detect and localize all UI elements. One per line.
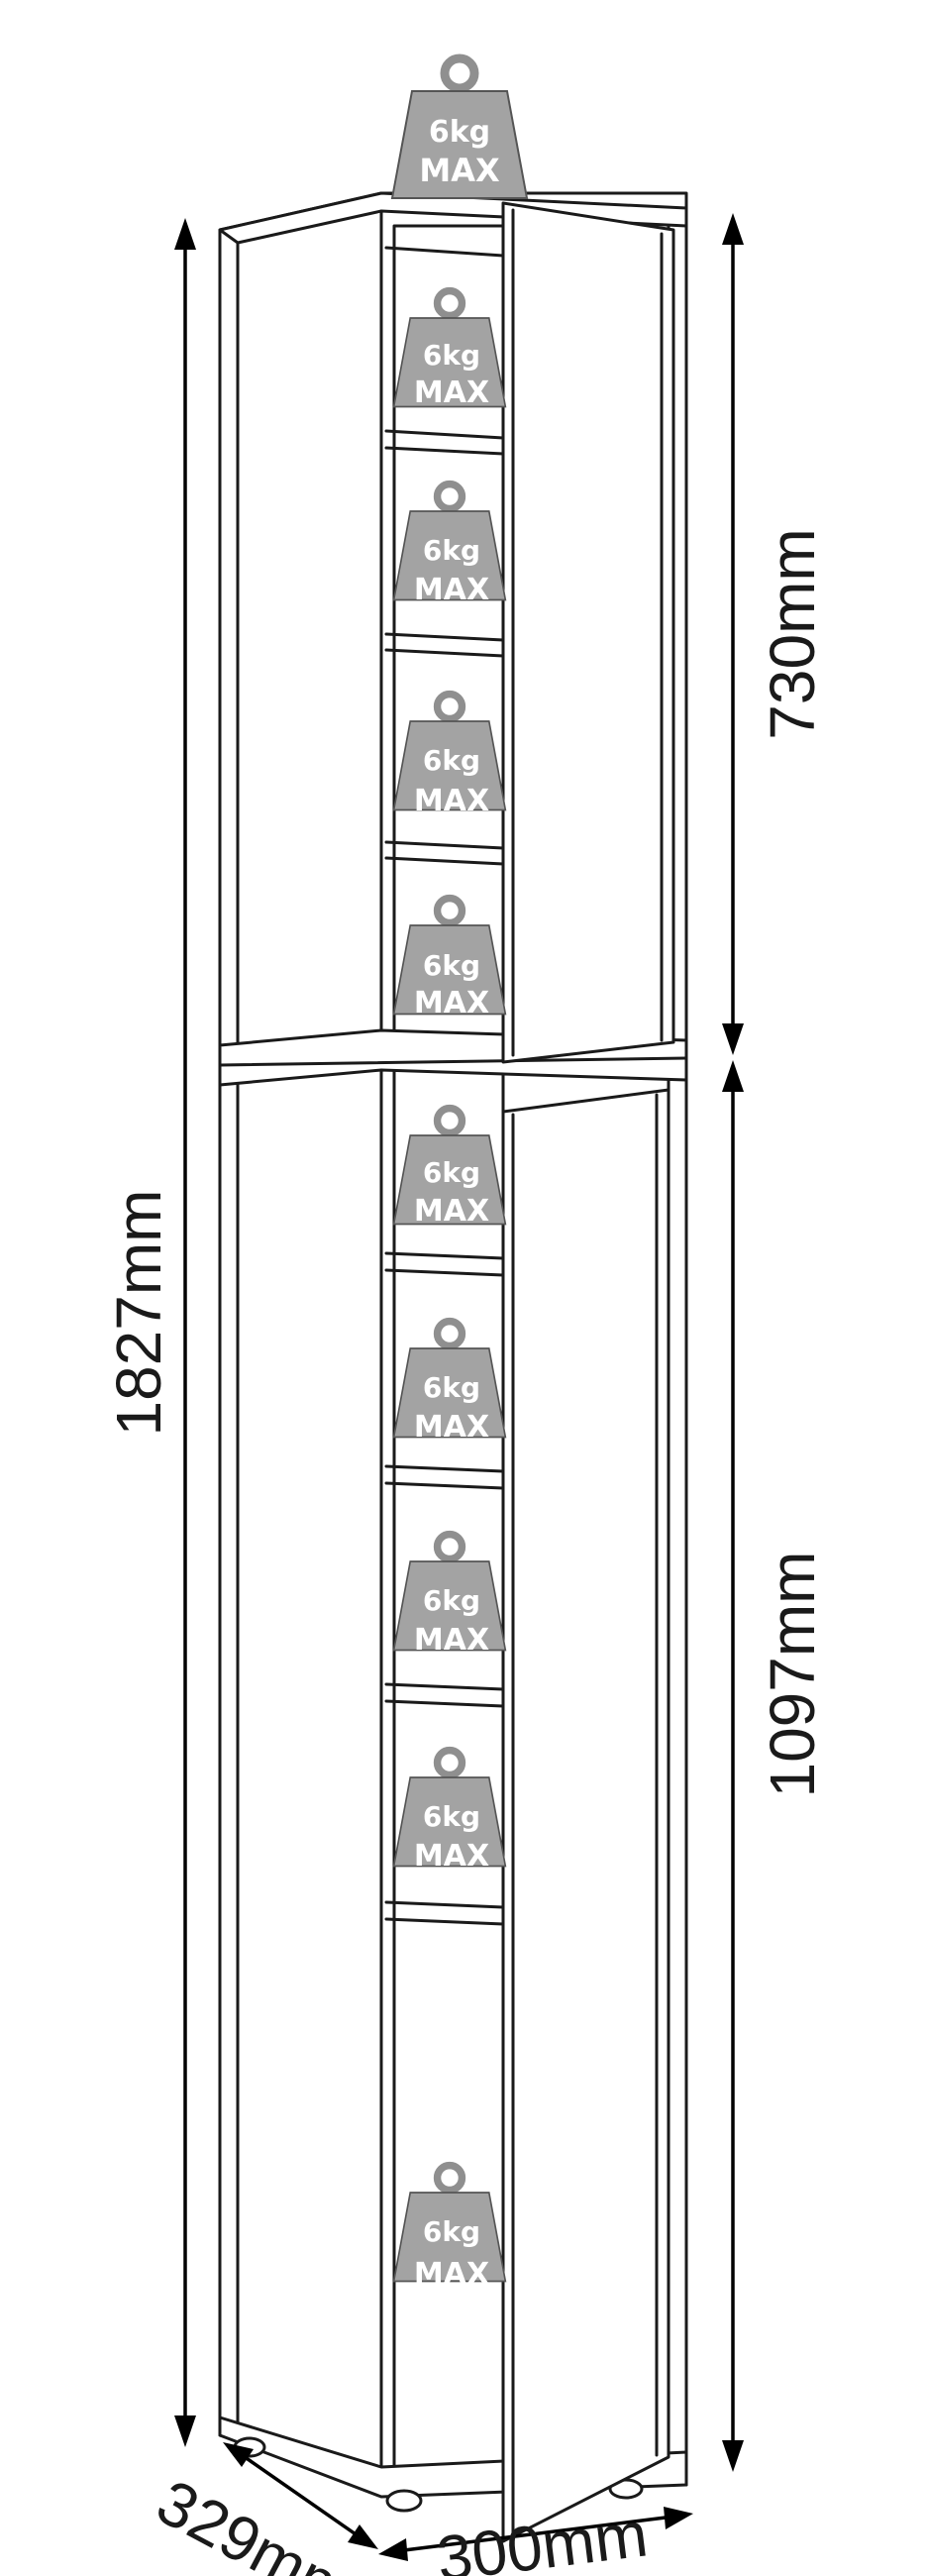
weight-max: MAX (414, 376, 489, 410)
cabinet (218, 191, 688, 2543)
lower-height-label: 1097mm (757, 1552, 828, 1798)
lower-door (501, 1088, 670, 2543)
cabinet-side-panel (218, 191, 383, 2487)
dimension-total-height: 1827mm (103, 218, 196, 2447)
weight-badge-shelf: 6kg MAX (394, 484, 506, 607)
weight-badge-shelf: 6kg MAX (394, 695, 506, 818)
upper-height-label: 730mm (757, 528, 828, 739)
weight-max: MAX (414, 1410, 489, 1445)
weight-max: MAX (414, 1623, 489, 1658)
weight-badge-shelf: 6kg MAX (394, 291, 506, 410)
weight-badge-shelf: 6kg MAX (394, 1322, 506, 1445)
weight-value: 6kg (429, 115, 490, 150)
weight-max: MAX (414, 573, 489, 607)
width-label: 300mm (433, 2498, 652, 2576)
weight-badge-shelf: 6kg MAX (394, 1535, 506, 1658)
weight-value: 6kg (423, 2215, 480, 2248)
total-height-label: 1827mm (103, 1190, 174, 1437)
weight-value: 6kg (423, 339, 480, 372)
weight-max: MAX (414, 1194, 489, 1229)
upper-door (501, 201, 675, 1064)
weight-max: MAX (414, 986, 489, 1020)
dimension-upper-height: 730mm (722, 213, 828, 1055)
weight-badge-shelf: 6kg MAX (394, 1751, 506, 1874)
weight-value: 6kg (423, 744, 480, 777)
lower-shelves (384, 1251, 505, 1926)
upper-shelves (384, 246, 505, 866)
weight-value: 6kg (423, 949, 480, 982)
weight-value: 6kg (423, 1156, 480, 1189)
weight-max: MAX (414, 784, 489, 818)
weight-badges: 6kg MAX 6kg MAX 6kg MAX 6kg MAX 6kg MAX … (392, 58, 527, 2292)
dimension-lower-height: 1097mm (722, 1060, 828, 2472)
weight-max: MAX (414, 1839, 489, 1874)
weight-badge-shelf: 6kg MAX (394, 899, 506, 1020)
weight-max: MAX (414, 2257, 489, 2292)
weight-value: 6kg (423, 1584, 480, 1617)
weight-value: 6kg (423, 1800, 480, 1833)
weight-value: 6kg (423, 534, 480, 567)
depth-label: 329mm (146, 2466, 365, 2576)
weight-badge-shelf: 6kg MAX (394, 1109, 506, 1229)
weight-value: 6kg (423, 1371, 480, 1404)
weight-badge-bottom: 6kg MAX (394, 2166, 506, 2292)
cabinet-top-board (218, 191, 688, 245)
weight-badge-top: 6kg MAX (392, 58, 527, 198)
cabinet-foot (385, 2489, 423, 2513)
weight-max: MAX (419, 152, 500, 189)
